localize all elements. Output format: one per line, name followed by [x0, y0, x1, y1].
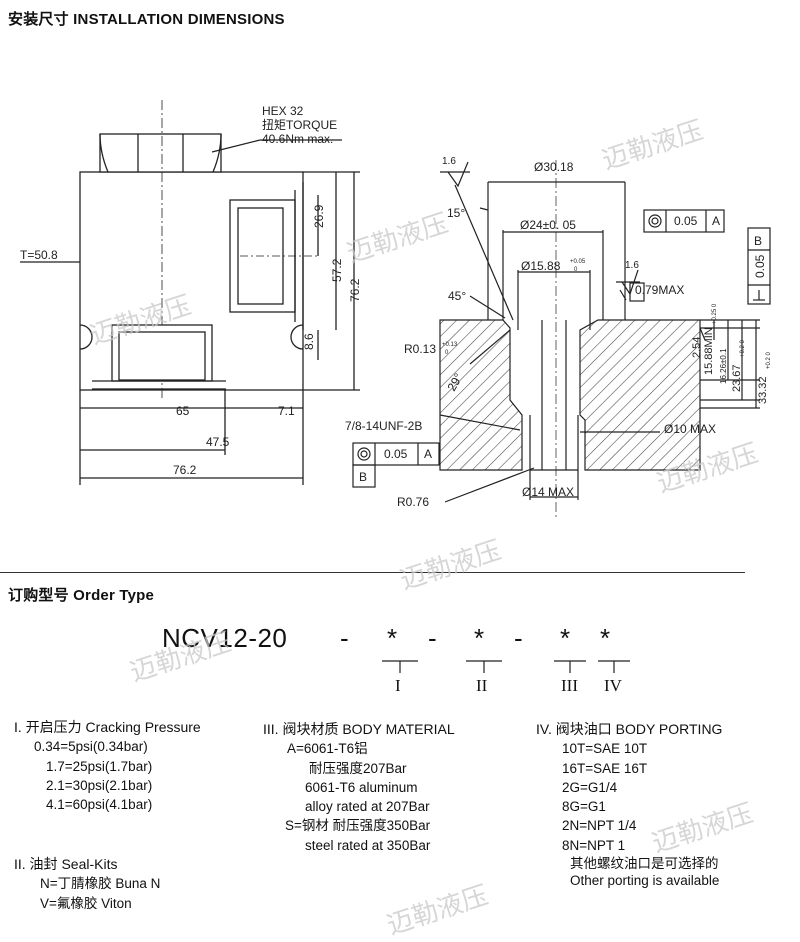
- dim-23-67: 23.67: [731, 364, 743, 392]
- porting-option-5: 2N=NPT 1/4: [562, 818, 637, 834]
- order-code-slot-4: *: [600, 623, 611, 653]
- radius-0-76: R0.76: [397, 495, 429, 509]
- dim-33-32-tol: +0.2 0: [766, 351, 772, 369]
- section-divider: [0, 572, 745, 573]
- roughness-mid: 1.6: [625, 260, 639, 271]
- left-view: [20, 100, 360, 485]
- seal-kits-column: II. 油封 Seal-Kits N=丁腈橡胶 Buna N V=氟橡胶 Vit…: [14, 855, 160, 913]
- dim-26-9: 26.9: [312, 204, 326, 228]
- order-roman-1: I: [395, 676, 401, 695]
- body-material-column: III. 阀块材质 BODY MATERIAL A=6061-T6铝 耐压强度2…: [263, 720, 455, 855]
- dim-15-88-tol-bottom: 0: [574, 267, 578, 273]
- porting-option-4: 8G=G1: [562, 799, 606, 815]
- order-code-main: NCV12-20: [162, 623, 288, 653]
- watermark-8: 迈勒液压: [383, 880, 492, 942]
- order-code-sep-2: -: [428, 623, 438, 653]
- gtol-frame-1: [643, 209, 725, 233]
- gtol3-value: 0.05: [753, 254, 767, 278]
- porting-note-cn: 其他螺纹油口是可选择的: [570, 856, 719, 872]
- gtol-frame-2: [352, 442, 440, 466]
- order-code-sep-3: -: [514, 623, 524, 653]
- angle-45: 45°: [448, 289, 466, 303]
- dim-7-1: 7.1: [278, 404, 295, 418]
- dim-dia-10-max: Ø10 MAX: [664, 422, 716, 436]
- right-view: [352, 160, 771, 520]
- dim-65: 65: [176, 404, 190, 418]
- dim-23-67-tol: +0.2 0: [740, 339, 746, 357]
- order-code-slot-3: *: [560, 623, 571, 653]
- dim-57-2: 57.2: [330, 258, 344, 282]
- seal-option-n: N=丁腈橡胶 Buna N: [40, 876, 161, 892]
- dim-dia-15-88: Ø15.88: [521, 259, 561, 273]
- angle-15: 15°: [447, 206, 465, 220]
- dim-dia-24: Ø24±0. 05: [520, 218, 576, 232]
- gtol1-datum: A: [712, 214, 720, 228]
- dim-33-32: 33.32: [757, 376, 769, 404]
- order-roman-4: IV: [604, 676, 622, 695]
- porting-option-1: 10T=SAE 10T: [562, 741, 648, 757]
- torque-value: 40.6Nm max.: [262, 132, 333, 146]
- cracking-option-2: 1.7=25psi(1.7bar): [46, 758, 153, 774]
- torque-label: 扭矩TORQUE: [262, 118, 337, 132]
- cracking-option-1: 0.34=5psi(0.34bar): [34, 739, 148, 755]
- hex-nut: [99, 133, 222, 173]
- material-line-4: alloy rated at 207Bar: [305, 799, 430, 815]
- porting-note-en: Other porting is available: [570, 873, 720, 889]
- gtol2-value: 0.05: [384, 447, 408, 461]
- seal-option-v: V=氟橡胶 Viton: [40, 895, 132, 911]
- section-hatch-left: [439, 319, 523, 471]
- body-porting-column: IV. 阀块油口 BODY PORTING 10T=SAE 10T 16T=SA…: [536, 720, 722, 889]
- thread-spec: 7/8-14UNF-2B: [345, 419, 422, 433]
- gtol-frame-3: [747, 227, 771, 305]
- installation-drawing: HEX 32 扭矩TORQUE 40.6Nm max. T=50.8 26.9 …: [20, 100, 772, 520]
- dim-16-26: 16.26±0.1: [719, 348, 728, 384]
- dim-8-6: 8.6: [302, 333, 316, 350]
- order-code-brackets: [382, 660, 630, 673]
- order-title: 订购型号 Order Type: [8, 587, 155, 604]
- porting-option-6: 8N=NPT 1: [562, 837, 626, 853]
- dim-76-2-vertical: 76.2: [348, 278, 362, 302]
- installation-title: 安装尺寸 INSTALLATION DIMENSIONS: [8, 11, 285, 28]
- porting-option-2: 16T=SAE 16T: [562, 760, 648, 776]
- roughness-top: 1.6: [442, 156, 456, 167]
- hex-label: HEX 32: [262, 104, 304, 118]
- radius-0-13-tol-top: +0.13: [442, 342, 458, 348]
- cracking-pressure-column: I. 开启压力 Cracking Pressure 0.34=5psi(0.34…: [14, 718, 201, 814]
- cracking-option-3: 2.1=30psi(2.1bar): [46, 777, 153, 793]
- order-roman-2: II: [476, 676, 488, 695]
- dim-47-5: 47.5: [206, 435, 230, 449]
- order-code-slot-2: *: [474, 623, 485, 653]
- material-line-3: 6061-T6 aluminum: [305, 779, 418, 795]
- order-code-slot-1: *: [387, 623, 398, 653]
- dim-15-88-min: 15.88MIN: [703, 327, 715, 375]
- dim-15-88-tol-top: +0.05: [570, 259, 586, 265]
- datum-b-label: B: [359, 470, 367, 484]
- gtol1-value: 0.05: [674, 214, 698, 228]
- dim-dia-14-max: Ø14 MAX: [522, 485, 574, 499]
- gtol2-datum: A: [424, 447, 432, 461]
- body-porting-title: IV. 阀块油口 BODY PORTING: [536, 721, 723, 737]
- dim-76-2-horizontal: 76.2: [173, 463, 197, 477]
- section-hatch-right: [579, 319, 701, 471]
- order-roman-3: III: [561, 676, 578, 695]
- order-code-sep-1: -: [340, 623, 350, 653]
- dim-dia-30-18: Ø30.18: [534, 160, 574, 174]
- cracking-option-4: 4.1=60psi(4.1bar): [46, 797, 153, 813]
- material-line-5: S=钢材 耐压强度350Bar: [285, 818, 431, 834]
- material-line-6: steel rated at 350Bar: [305, 837, 431, 853]
- body-material-title: III. 阀块材质 BODY MATERIAL: [263, 721, 455, 737]
- seal-kits-title: II. 油封 Seal-Kits: [14, 856, 118, 872]
- cracking-pressure-title: I. 开启压力 Cracking Pressure: [14, 719, 201, 735]
- bottom-port: [111, 324, 213, 382]
- radius-0-13-tol-bottom: 0: [445, 350, 449, 356]
- material-line-1: A=6061-T6铝: [287, 741, 368, 757]
- dim-2-54: 2.54: [691, 337, 703, 358]
- gtol3-datum: B: [754, 234, 762, 248]
- radius-0-13: R0.13: [404, 342, 436, 356]
- material-line-2: 耐压强度207Bar: [309, 760, 407, 776]
- dim-2-54-tol: +0.25 0: [712, 303, 718, 324]
- dim-0-79-max: 0.79MAX: [635, 283, 684, 297]
- porting-option-3: 2G=G1/4: [562, 779, 618, 795]
- t-dimension: T=50.8: [20, 248, 58, 262]
